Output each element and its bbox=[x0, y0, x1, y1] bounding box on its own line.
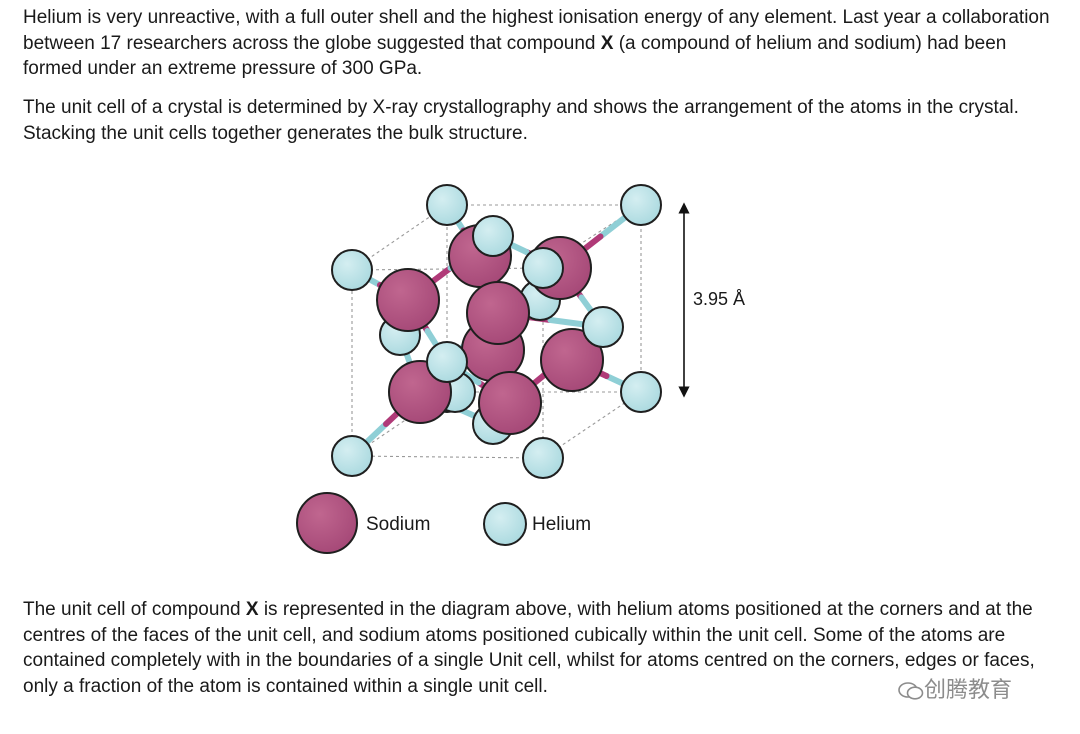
helium-atom bbox=[620, 371, 662, 413]
explanation-text-end: is represented in the diagram above, wit… bbox=[23, 599, 1035, 697]
sodium-atom bbox=[376, 268, 440, 332]
explanation-text-start: The unit cell of compound bbox=[23, 599, 246, 620]
intro-paragraph: Helium is very unreactive, with a full o… bbox=[23, 5, 1053, 82]
watermark: 创腾教育 bbox=[898, 672, 1012, 704]
explanation-paragraph: The unit cell of compound X is represent… bbox=[23, 597, 1053, 699]
legend-sodium-label: Sodium bbox=[366, 514, 430, 535]
atoms bbox=[331, 184, 662, 479]
intro-text-end: (a compound of helium and sodium) had be… bbox=[23, 32, 1007, 80]
watermark-text: 创腾教育 bbox=[924, 678, 1013, 703]
compound-label: X bbox=[600, 32, 614, 54]
dimension-label: 3.95 Å bbox=[693, 289, 745, 309]
compound-label-2: X bbox=[245, 599, 259, 620]
legend-helium-label: Helium bbox=[532, 514, 591, 535]
helium-atom bbox=[582, 306, 624, 348]
helium-atom bbox=[331, 435, 373, 477]
sodium-atom bbox=[540, 328, 604, 392]
helium-atom bbox=[522, 437, 564, 479]
helium-atom bbox=[620, 184, 662, 226]
sodium-atom bbox=[466, 281, 530, 345]
unit-cell-paragraph: The unit cell of a crystal is determined… bbox=[23, 97, 1019, 144]
helium-atom bbox=[331, 249, 373, 291]
helium-atom bbox=[426, 341, 468, 383]
wechat-icon bbox=[898, 682, 924, 700]
unit-cell-edge bbox=[351, 267, 544, 271]
helium-atom bbox=[426, 184, 468, 226]
legend-helium-swatch bbox=[483, 502, 527, 546]
helium-atom bbox=[522, 247, 564, 289]
sodium-atom bbox=[478, 371, 542, 435]
legend-sodium-swatch bbox=[296, 492, 358, 554]
intro-text-start: Helium is very unreactive, with a full o… bbox=[23, 7, 1050, 54]
unit-cell-edge bbox=[351, 455, 544, 459]
legend: Sodium Helium bbox=[296, 492, 591, 554]
helium-atom bbox=[472, 215, 514, 257]
